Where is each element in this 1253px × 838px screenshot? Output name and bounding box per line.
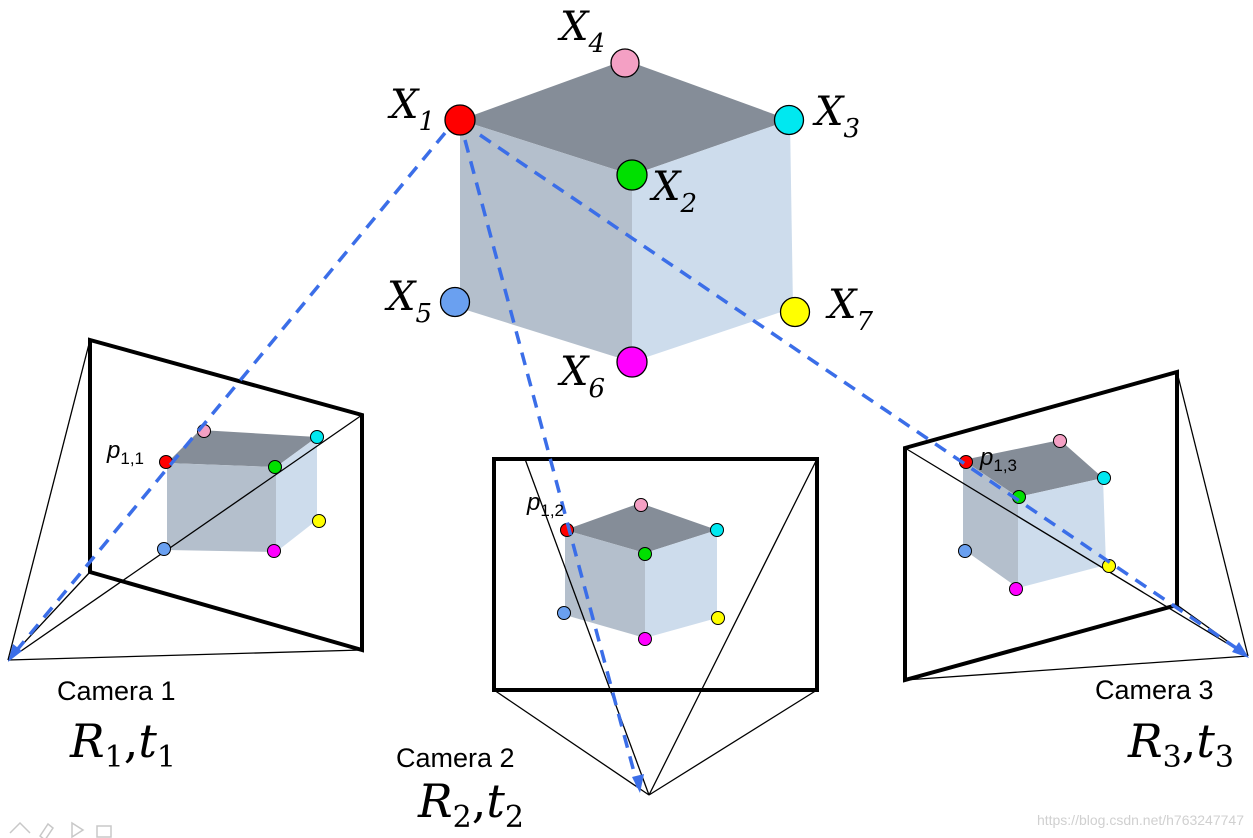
label-x2: X2 [649, 164, 697, 219]
label-x6: X6 [557, 349, 605, 404]
projection-labels: p1,1 p1,2 p1,3 [106, 437, 1017, 520]
camera-1-pose: R1,t1 [69, 714, 176, 775]
camera-3-projected-points [958, 434, 1116, 596]
cam2-point-7 [711, 611, 725, 625]
cam1-point-7 [312, 514, 326, 528]
cam3-point-6 [1009, 582, 1023, 596]
ray-2-arrowhead [632, 774, 644, 793]
world-point-x1 [444, 104, 476, 136]
label-x7: X7 [825, 282, 873, 337]
arrow-back-icon[interactable] [9, 821, 31, 834]
label-x4: X4 [557, 4, 605, 59]
camera-3 [903, 369, 1249, 683]
cam2-point-2 [638, 547, 652, 561]
camera-1-projected-points [157, 424, 326, 558]
cam3-point-3 [1097, 471, 1111, 485]
camera-1-cube-image [167, 430, 317, 552]
projection-rays [10, 131, 1243, 788]
camera-labels: Camera 1 R1,t1 Camera 2 R2,t2 Camera 3 R… [57, 675, 1234, 835]
camera-2 [492, 457, 819, 796]
label-p11: p1,1 [106, 437, 144, 468]
main-cube [460, 60, 793, 362]
camera-2-pose: R2,t2 [417, 774, 524, 835]
world-point-x2 [616, 159, 648, 191]
watermark: https://blog.csdn.net/h763247747 [1037, 812, 1244, 828]
main-cube-front-face [460, 120, 632, 362]
cam3-point-7 [1102, 559, 1116, 573]
cam1-point-2 [268, 460, 282, 474]
world-point-x7 [779, 296, 811, 328]
play-icon[interactable] [71, 821, 85, 838]
world-point-x4 [610, 48, 640, 78]
pen-icon[interactable] [38, 822, 55, 838]
camera-2-image-plane [492, 457, 819, 692]
camera-3-cube-image [963, 440, 1106, 588]
ray-3-arrowhead [1232, 642, 1249, 658]
slide-icon[interactable] [96, 825, 112, 838]
ray-arrowheads [8, 642, 1249, 793]
label-x5: X5 [384, 274, 432, 329]
cam2-point-4 [634, 498, 648, 512]
cam1-point-6 [267, 544, 281, 558]
cam2-point-6 [638, 632, 652, 646]
camera-3-frustum [904, 371, 1249, 681]
faint-toolbar [9, 821, 112, 838]
cam3-point-4 [1053, 434, 1067, 448]
label-x3: X3 [812, 89, 860, 144]
camera-2-name: Camera 2 [396, 743, 515, 773]
cam3-point-5 [958, 544, 972, 558]
world-point-labels: X4 X1 X3 X2 X5 X7 X6 [384, 4, 873, 404]
cam1-point-3 [310, 430, 324, 444]
main-cube-side-face [632, 120, 793, 362]
world-point-x6 [616, 346, 648, 378]
cam2-point-3 [710, 523, 724, 537]
label-p13: p1,3 [979, 444, 1017, 475]
main-cube-top-face [460, 60, 790, 175]
camera-2-projected-points [557, 498, 725, 646]
camera-1 [7, 337, 364, 661]
ray-1-arrowhead [8, 644, 22, 662]
camera-2-frustum [493, 458, 818, 796]
camera-3-pose: R3,t3 [1127, 714, 1234, 775]
world-points [439, 48, 811, 378]
camera-1-name: Camera 1 [57, 676, 176, 706]
label-p12: p1,2 [526, 489, 564, 520]
cam1-point-5 [157, 542, 171, 556]
cam2-point-5 [557, 606, 571, 620]
camera-1-frustum [7, 339, 363, 661]
label-x1: X1 [387, 82, 435, 137]
ray-to-camera-2 [463, 139, 640, 788]
world-point-x5 [439, 286, 471, 318]
camera-2-cube-image [565, 503, 717, 638]
ray-to-camera-1 [10, 131, 447, 658]
camera-3-name: Camera 3 [1095, 675, 1214, 705]
world-point-x3 [773, 104, 805, 136]
